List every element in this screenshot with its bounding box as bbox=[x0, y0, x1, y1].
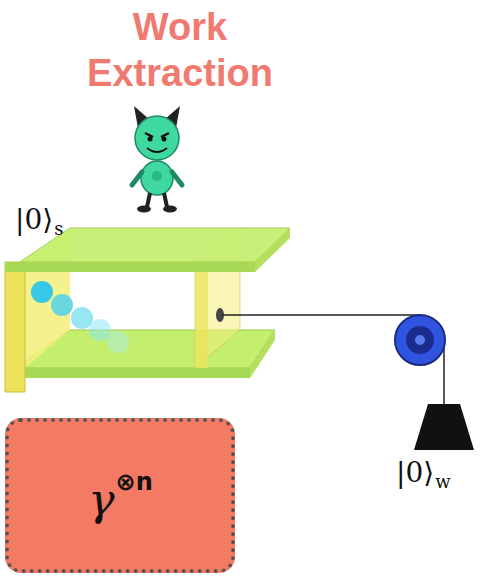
demon-figure bbox=[132, 106, 182, 213]
ket-subscript: s bbox=[54, 218, 63, 239]
thermal-state-box: γ⊗n bbox=[5, 418, 235, 573]
engine-box bbox=[5, 228, 290, 392]
ket-label: |0⟩ bbox=[15, 203, 53, 236]
tensor-power: ⊗n bbox=[116, 468, 153, 496]
state-symbol: γ bbox=[88, 474, 114, 525]
pulley-weight bbox=[222, 315, 474, 450]
title: Work Extraction bbox=[55, 4, 305, 96]
ket-subscript: w bbox=[435, 471, 450, 492]
ket-label: |0⟩ bbox=[396, 456, 434, 489]
